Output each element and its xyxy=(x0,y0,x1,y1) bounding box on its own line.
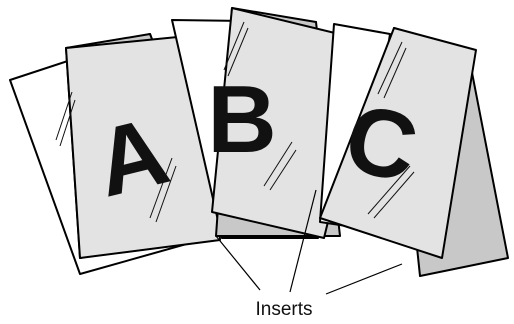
inserts-label: Inserts xyxy=(255,299,312,320)
leader-to-insert-c xyxy=(326,264,402,294)
letter-b: B xyxy=(207,66,276,173)
page-set-c: C xyxy=(320,24,508,276)
leader-to-insert-a xyxy=(216,236,260,290)
